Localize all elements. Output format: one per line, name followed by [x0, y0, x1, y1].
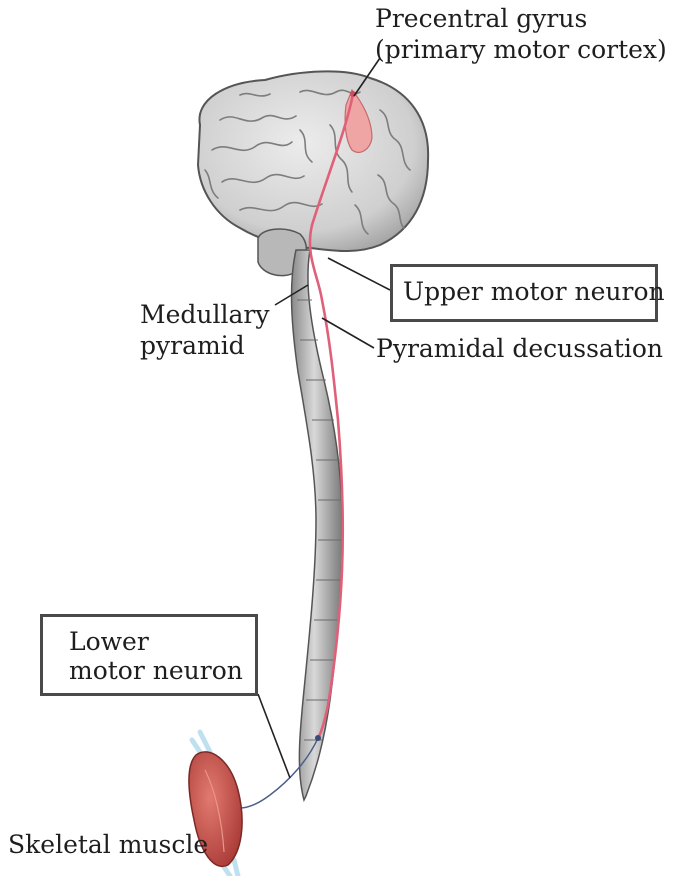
pyramid-label: pyramid — [140, 331, 245, 360]
primary-motor-cortex-label: (primary motor cortex) — [375, 35, 667, 64]
lower-motor-neuron-axon — [239, 737, 319, 809]
pyramidal-decussation-leader — [321, 317, 375, 349]
upper-motor-neuron-axon — [308, 93, 355, 739]
upper-motor-neuron-label: Upper motor neuron — [403, 277, 665, 306]
spinal-cord — [290, 249, 343, 803]
brain — [196, 70, 430, 277]
precentral-leader — [353, 57, 381, 97]
lower-label: Lower — [69, 627, 149, 656]
pyramidal-decussation-label: Pyramidal decussation — [376, 334, 664, 363]
skeletal-muscle — [188, 729, 243, 879]
motor-neuron-label: motor neuron — [69, 656, 243, 685]
lower-motor-neuron-box: Lower motor neuron — [40, 614, 258, 696]
leader-lines — [257, 57, 391, 779]
medullary-label: Medullary — [140, 300, 270, 329]
skeletal-muscle-label: Skeletal muscle — [8, 830, 209, 859]
upper-motor-neuron-box: Upper motor neuron — [390, 264, 665, 322]
upper-motor-neuron-leader — [327, 257, 391, 291]
precentral-gyrus-label: Precentral gyrus — [375, 4, 588, 33]
lower-motor-neuron-leader — [257, 693, 291, 779]
medullary-pyramid-leader — [274, 284, 309, 306]
